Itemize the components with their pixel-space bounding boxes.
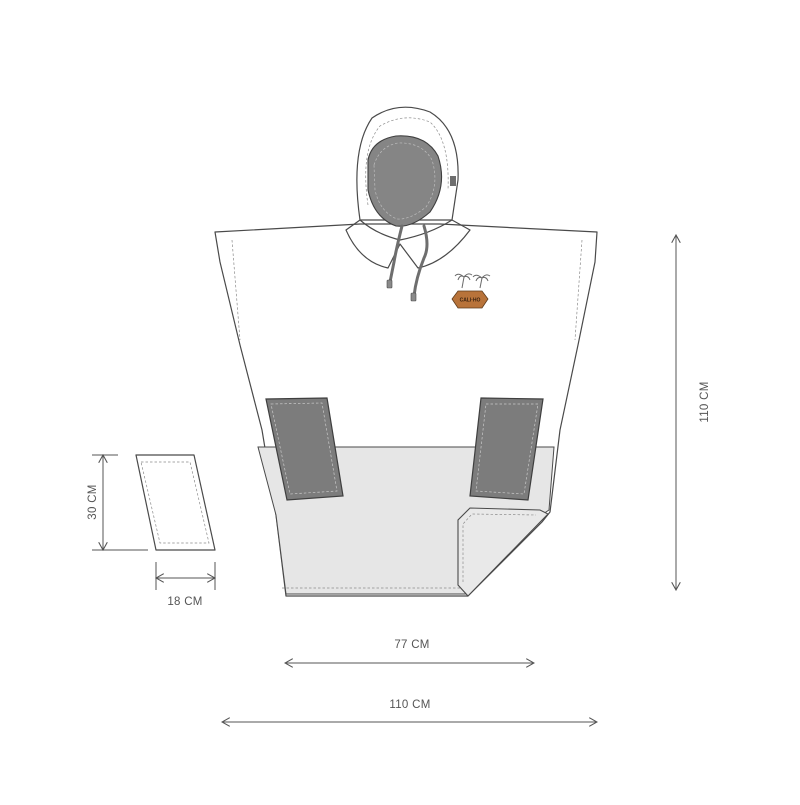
left-side-seam xyxy=(231,239,241,341)
pocket-outline xyxy=(135,454,216,551)
logo-patch xyxy=(451,290,489,309)
hood-seam xyxy=(365,117,449,206)
total-width-label: 110 CM xyxy=(389,699,430,711)
left-pocket-seam xyxy=(270,402,338,495)
hem-width-label: 77 CM xyxy=(394,639,429,651)
right-cord-tip xyxy=(410,292,417,302)
body-length-dimension: 110 CM xyxy=(676,235,711,590)
poncho-garment: CALI·HO xyxy=(214,106,598,597)
right-pocket xyxy=(469,397,544,501)
logo-text: CALI·HO xyxy=(460,298,481,304)
body-length-label: 110 CM xyxy=(699,381,711,422)
left-drawcord xyxy=(388,224,404,284)
pocket-outline-seam xyxy=(140,461,210,544)
hood-lining-seam xyxy=(373,142,436,220)
pocket-width-label: 18 CM xyxy=(167,596,202,608)
brand-logo: CALI·HO xyxy=(451,273,491,309)
total-width-dimension: 110 CM xyxy=(222,699,597,722)
hood-lining xyxy=(367,135,443,227)
left-cord-tip xyxy=(386,279,393,289)
folded-corner xyxy=(457,507,549,597)
pocket-detail xyxy=(135,454,216,551)
pocket-height-label: 30 CM xyxy=(87,484,99,519)
pocket-height-dimension: 30 CM xyxy=(87,455,148,550)
poncho-body xyxy=(214,223,598,597)
hood-tag xyxy=(450,176,456,186)
palm-trees-icon xyxy=(454,273,491,289)
right-side-seam xyxy=(574,239,583,341)
left-pocket xyxy=(265,397,344,501)
collar xyxy=(345,219,471,269)
hem-width-dimension: 77 CM xyxy=(285,639,534,663)
folded-corner-seam xyxy=(462,513,537,582)
pocket-width-dimension: 18 CM xyxy=(156,562,215,608)
right-drawcord xyxy=(412,224,429,298)
